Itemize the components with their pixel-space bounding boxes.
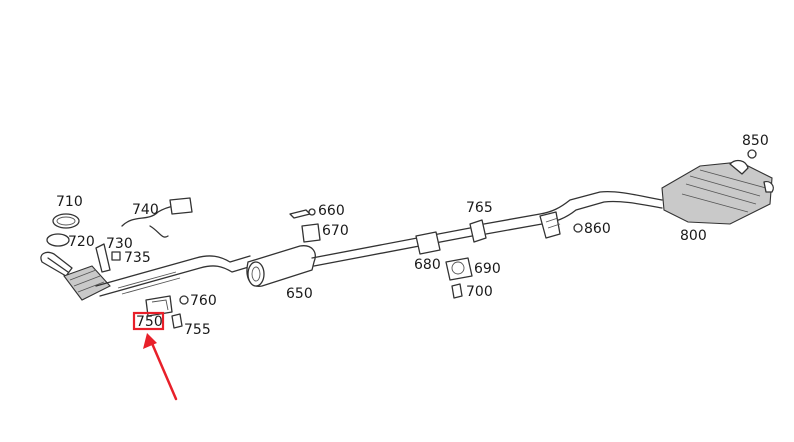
gasket-ring-710 [52, 213, 80, 229]
seal-ring-720 [46, 233, 70, 247]
arrow-head [143, 333, 157, 349]
label-700: 700 [466, 284, 493, 300]
label-680: 680 [414, 257, 441, 273]
bolt-700 [451, 283, 463, 299]
nut-860 [573, 223, 583, 233]
clamp-690 [445, 257, 473, 281]
rear-joint [539, 211, 561, 239]
bolt-735 [111, 251, 121, 261]
exhaust-pipe-assembly [40, 190, 663, 301]
bracket-750 [145, 295, 173, 317]
rear-muffler [661, 159, 774, 225]
nut-760 [179, 295, 189, 305]
rear-pipe [483, 190, 663, 235]
label-710: 710 [56, 194, 83, 210]
label-730: 730 [106, 236, 133, 252]
pipe-clamp-765 [469, 219, 487, 243]
highlight-750 [132, 311, 178, 401]
label-860: 860 [584, 221, 611, 237]
rubber-mount-670 [301, 223, 321, 243]
hanger-strap-660 [289, 209, 311, 219]
highlight-box [132, 311, 165, 331]
highlight-arrow [149, 339, 178, 401]
pipe-bracket-680 [415, 231, 441, 255]
label-650: 650 [286, 286, 313, 302]
label-720: 720 [68, 234, 95, 250]
label-850: 850 [742, 133, 769, 149]
label-800: 800 [680, 228, 707, 244]
label-670: 670 [322, 223, 349, 239]
oxygen-sensor-730 [95, 243, 111, 273]
label-660: 660 [318, 203, 345, 219]
bolt-755 [171, 313, 183, 329]
label-690: 690 [474, 261, 501, 277]
label-755: 755 [184, 322, 211, 338]
mid-pipe [311, 227, 473, 267]
label-740: 740 [132, 202, 159, 218]
label-750: 750 [136, 314, 163, 330]
front-pipe [99, 265, 253, 297]
catalytic-converter [63, 265, 111, 301]
label-735: 735 [124, 250, 151, 266]
label-760: 760 [190, 293, 217, 309]
nut-850 [747, 149, 757, 159]
part-number-labels: 710 720 730 735 740 750 755 760 650 660 … [56, 133, 769, 338]
label-765: 765 [466, 200, 493, 216]
